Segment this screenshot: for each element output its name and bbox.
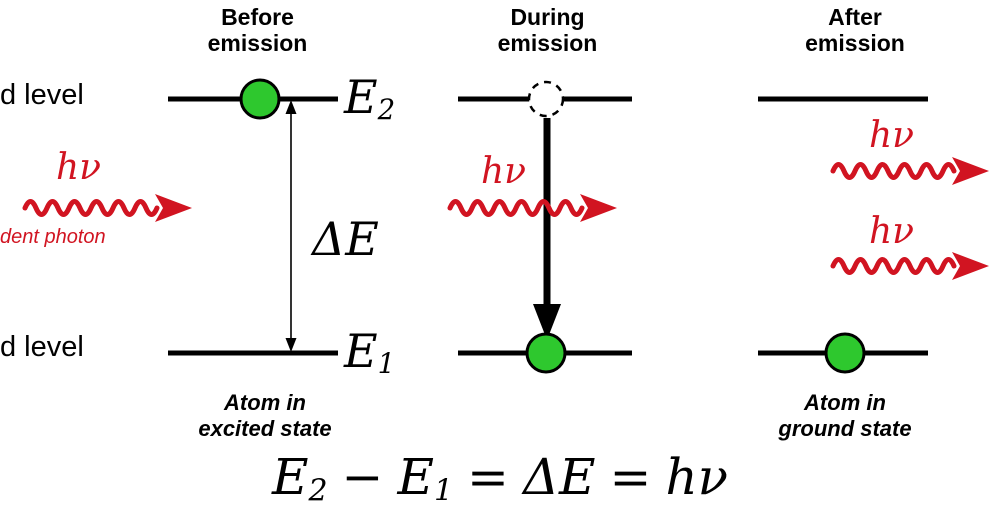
emitted-photon-arrowhead-top — [952, 157, 989, 185]
delta-e-arrowhead-up — [285, 100, 297, 114]
caption-atom-excited-state: Atom in excited state — [198, 390, 332, 441]
e1-label: E1 — [344, 328, 395, 378]
during-column-graphics — [447, 80, 632, 374]
header-before-emission: Before emission — [207, 4, 308, 56]
equation-minus-sign: − — [341, 448, 384, 506]
incident-photon-arrowhead — [155, 194, 192, 222]
incident-photon-label: hν — [56, 147, 102, 188]
excited-level-label: d level — [0, 79, 84, 111]
equation-term1-base: E — [271, 448, 309, 506]
incident-photon-wave — [22, 199, 160, 217]
ground-level-label: d level — [0, 331, 84, 363]
emitted-photon-label-bottom: hν — [869, 211, 915, 252]
incident-photon-caption: dent photon — [0, 226, 106, 248]
equation-term2-subscript: 1 — [433, 473, 454, 509]
equation-term1-subscript: 2 — [308, 473, 328, 509]
equation-equals-2: = — [609, 448, 652, 506]
header-during-emission: During emission — [497, 4, 598, 56]
emitted-photon-wave-top — [830, 162, 957, 180]
equation-term2-base: E — [397, 448, 434, 506]
e2-base: E — [344, 70, 378, 124]
vacated-electron-dashed-circle — [527, 80, 565, 118]
transition-arrowhead — [533, 304, 561, 340]
emitted-photon-arrowhead-bottom — [952, 252, 989, 280]
equation-delta-e: ΔE — [522, 448, 596, 506]
electron-ground-after — [824, 332, 866, 374]
emitted-photon-label-top: hν — [869, 115, 915, 156]
e1-base: E — [344, 324, 378, 378]
e2-subscript: 2 — [377, 93, 396, 127]
emitted-photon-wave-bottom — [830, 257, 957, 275]
before-column-graphics — [22, 78, 338, 356]
stimulating-photon-wave — [447, 199, 585, 217]
stimulating-photon-arrowhead — [580, 194, 617, 222]
equation-hnu: hν — [665, 448, 729, 506]
e2-label: E2 — [344, 74, 395, 124]
caption-atom-ground-state: Atom in ground state — [778, 390, 912, 441]
header-after-emission: After emission — [805, 4, 905, 56]
after-column-graphics — [758, 96, 989, 374]
delta-e-arrowhead-down — [285, 338, 297, 352]
energy-equation: E2−E1=ΔE=hν — [0, 452, 1000, 507]
e1-subscript: 1 — [377, 347, 396, 381]
stimulating-photon-label: hν — [481, 151, 527, 192]
electron-ground-during — [525, 332, 567, 374]
equation-equals-1: = — [467, 448, 509, 506]
electron-excited-before — [239, 78, 281, 120]
delta-e-label: ΔE — [312, 212, 379, 266]
